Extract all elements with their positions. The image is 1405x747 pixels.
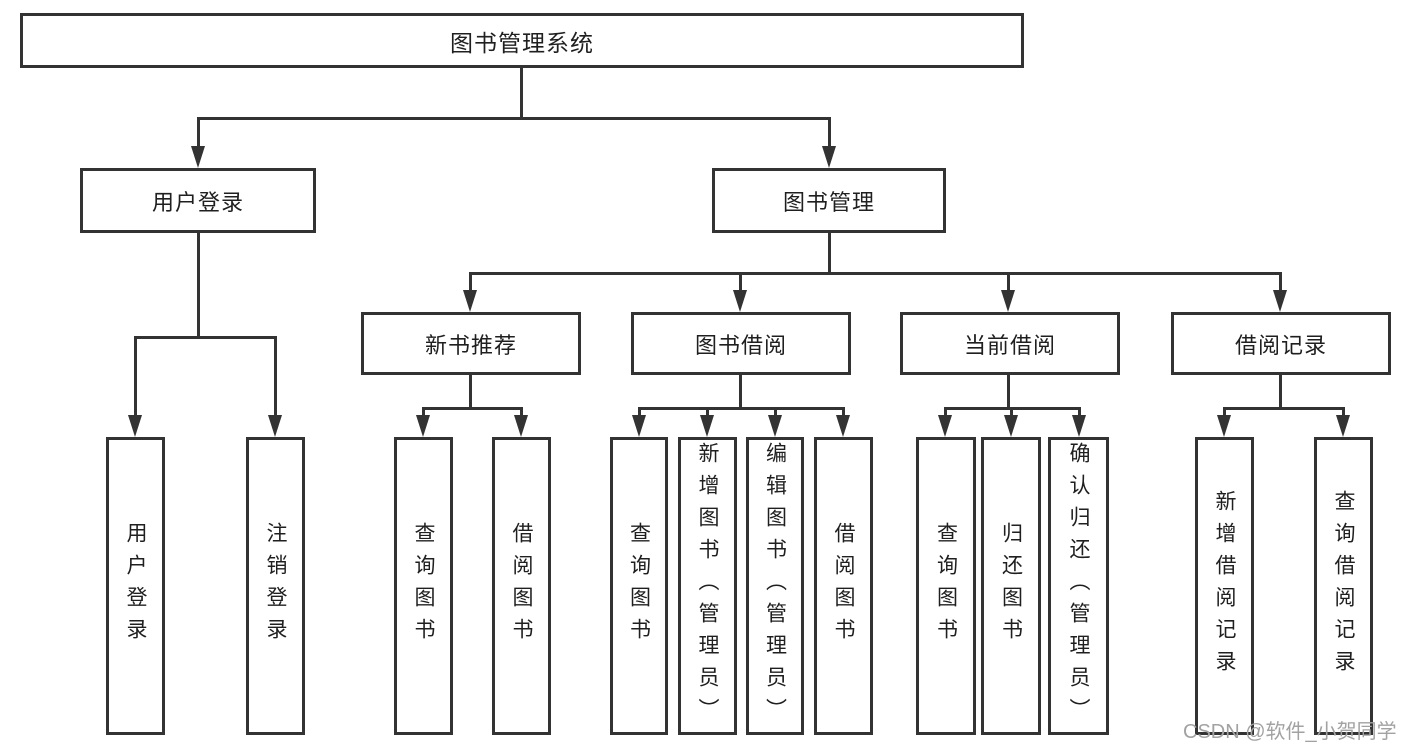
connector-line [1279,375,1282,407]
node-user-login: 用户登录 [80,168,316,233]
csdn-watermark: CSDN @软件_小贺同学 [1183,715,1397,744]
connector-line [520,407,523,417]
node-label: 借阅图书 [832,522,856,650]
leaf-user-login: 用户登录 [106,437,165,735]
connector-line [739,375,742,407]
node-label: 归还图书 [999,522,1023,650]
leaf-edit-book-admin: 编辑图书（管理员） [746,437,804,735]
node-label: 新增借阅记录 [1213,490,1237,682]
connector-line [774,407,777,417]
leaf-borrow-books-recommend: 借阅图书 [492,437,551,735]
node-current-borrowing: 当前借阅 [900,312,1120,375]
connector-line [469,272,1282,275]
connector-line [1342,407,1345,417]
leaf-confirm-return-admin: 确认归还（管理员） [1048,437,1109,735]
connector-line [828,233,831,272]
node-label: 当前借阅 [963,332,1056,358]
connector-line [197,117,200,148]
arrow-down-icon [700,415,714,437]
connector-line [842,407,845,417]
connector-line [469,375,472,407]
leaf-borrow-books-borrowing: 借阅图书 [814,437,873,735]
node-label: 编辑图书（管理员） [763,442,787,730]
connector-line [274,336,277,415]
arrow-down-icon [1001,290,1015,312]
connector-line [422,407,425,417]
node-label: 查询图书 [412,522,436,650]
connector-line [197,117,831,120]
node-library-management-system: 图书管理系统 [20,13,1024,68]
connector-line [706,407,709,417]
arrow-down-icon [1004,415,1018,437]
node-label: 用户登录 [124,522,148,650]
connector-line [1223,407,1226,417]
watermark-text: CSDN @软件_小贺同学 [1183,721,1397,743]
connector-line [638,407,641,417]
leaf-logout: 注销登录 [246,437,305,735]
node-label: 查询图书 [934,522,958,650]
node-label: 图书管理系统 [450,29,594,56]
connector-line [1007,272,1010,292]
arrow-down-icon [128,415,142,437]
arrow-down-icon [938,415,952,437]
connector-line [197,233,200,336]
leaf-query-books-recommend: 查询图书 [394,437,453,735]
node-book-management: 图书管理 [712,168,946,233]
arrow-down-icon [191,146,205,168]
node-label: 查询借阅记录 [1332,490,1356,682]
arrow-down-icon [632,415,646,437]
arrow-down-icon [1336,415,1350,437]
node-label: 借阅记录 [1234,332,1327,358]
leaf-query-books-current: 查询图书 [916,437,976,735]
arrow-down-icon [836,415,850,437]
connector-line [1223,407,1345,410]
arrow-down-icon [1273,290,1287,312]
connector-line [1279,272,1282,292]
node-label: 图书借阅 [694,332,787,358]
connector-line [739,272,742,292]
arrow-down-icon [463,290,477,312]
arrow-down-icon [416,415,430,437]
connector-line [944,407,947,417]
connector-line [1078,407,1081,417]
leaf-return-books: 归还图书 [981,437,1041,735]
connector-line [134,336,137,415]
connector-line [422,407,523,410]
arrow-down-icon [514,415,528,437]
arrow-down-icon [822,146,836,168]
node-label: 图书管理 [782,189,875,215]
node-book-borrowing: 图书借阅 [631,312,851,375]
arrow-down-icon [268,415,282,437]
node-new-book-recommend: 新书推荐 [361,312,581,375]
node-label: 用户登录 [151,189,244,215]
connector-line [1010,407,1013,417]
node-label: 新增图书（管理员） [696,442,720,730]
connector-line [134,336,277,339]
leaf-query-borrow-record: 查询借阅记录 [1314,437,1373,735]
arrow-down-icon [1072,415,1086,437]
node-label: 查询图书 [627,522,651,650]
connector-line [520,68,523,117]
node-borrowing-records: 借阅记录 [1171,312,1391,375]
leaf-add-borrow-record: 新增借阅记录 [1195,437,1254,735]
node-label: 借阅图书 [510,522,534,650]
connector-line [638,407,845,410]
connector-line [469,272,472,292]
arrow-down-icon [733,290,747,312]
arrow-down-icon [1217,415,1231,437]
connector-line [828,117,831,148]
connector-line [1007,375,1010,407]
leaf-add-book-admin: 新增图书（管理员） [678,437,737,735]
arrow-down-icon [768,415,782,437]
leaf-query-books-borrowing: 查询图书 [610,437,668,735]
node-label: 注销登录 [264,522,288,650]
node-label: 确认归还（管理员） [1067,442,1091,730]
node-label: 新书推荐 [424,332,517,358]
